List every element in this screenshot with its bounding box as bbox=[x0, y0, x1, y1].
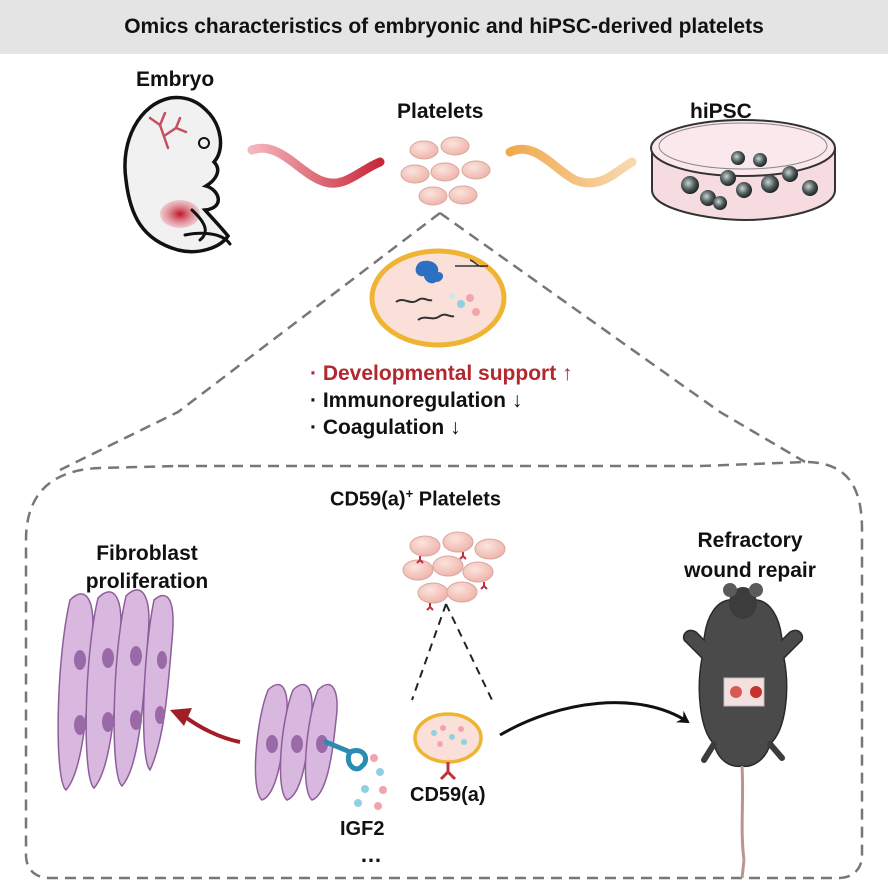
embryo-link-wave bbox=[247, 143, 385, 188]
fibroblast-label: Fibroblast proliferation bbox=[62, 540, 232, 596]
embryo-illustration bbox=[123, 95, 232, 254]
arrow-to-fibroblast-proliferation bbox=[182, 714, 241, 744]
feature-immunoregulation: · Immunoregulation ↓ bbox=[310, 389, 523, 412]
embryo-label: Embryo bbox=[136, 68, 215, 91]
zoom-triangle bbox=[59, 211, 806, 472]
cd59-platelets-label: CD59(a)+ Platelets bbox=[330, 486, 501, 512]
feature-list: · Developmental support ↑ · Immunoregula… bbox=[310, 360, 573, 441]
cd59-platelets-prefix: CD59(a) bbox=[330, 488, 406, 511]
title-banner: Omics characteristics of embryonic and h… bbox=[0, 0, 888, 54]
detail-frame bbox=[24, 460, 864, 880]
wound-repair-label: Refractory wound repair bbox=[660, 526, 840, 586]
igf2-ellipsis: … bbox=[360, 842, 382, 867]
cd59-molecule-label: CD59(a) bbox=[410, 784, 486, 806]
fibroblast-label-line1: Fibroblast bbox=[96, 542, 198, 565]
fibroblast-label-line2: proliferation bbox=[85, 570, 209, 593]
wound-label-line2: wound repair bbox=[684, 559, 816, 582]
igf2-molecules bbox=[354, 754, 387, 810]
cd59-platelets-suffix: Platelets bbox=[413, 488, 501, 511]
fibroblast-cells-small bbox=[254, 683, 338, 801]
cd59-platelets-sup: + bbox=[405, 486, 414, 501]
igf2-receptor bbox=[323, 739, 368, 772]
cd59-platelet-cluster bbox=[402, 531, 506, 611]
platelets-label: Platelets bbox=[397, 100, 484, 123]
platelet-cluster-top bbox=[400, 136, 491, 206]
feature-developmental-support: · Developmental support ↑ bbox=[310, 362, 573, 385]
mouse-illustration bbox=[682, 583, 804, 879]
hipsc-dish-illustration bbox=[650, 119, 836, 222]
hipsc-label: hiPSC bbox=[690, 100, 752, 123]
cd59-platelet-detail bbox=[413, 712, 483, 781]
arrow-to-wound-repair bbox=[499, 701, 690, 737]
platelet-detail-illustration bbox=[369, 248, 507, 348]
cd59-zoom-lines bbox=[411, 603, 493, 701]
arrow-head-red bbox=[170, 708, 192, 726]
hipsc-link-wave bbox=[505, 144, 637, 188]
feature-coagulation: · Coagulation ↓ bbox=[310, 416, 461, 439]
igf2-label: IGF2 bbox=[340, 818, 385, 840]
wound-label-line1: Refractory bbox=[697, 529, 803, 552]
fibroblast-cells-large bbox=[57, 589, 174, 792]
figure-title: Omics characteristics of embryonic and h… bbox=[124, 15, 764, 38]
